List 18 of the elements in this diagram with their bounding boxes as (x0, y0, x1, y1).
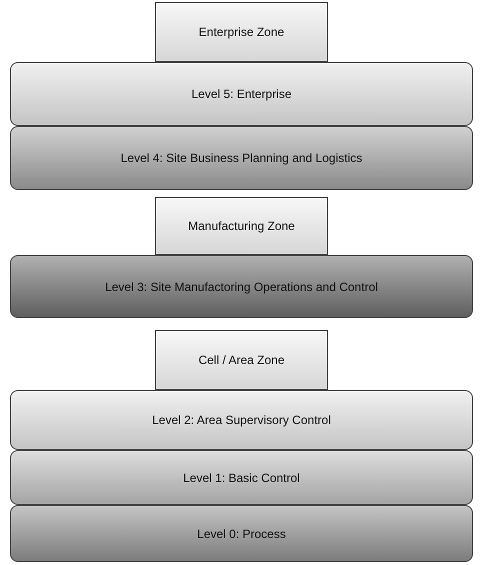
level-band (10, 390, 473, 450)
zone-box (155, 330, 328, 390)
level-band (10, 126, 473, 190)
level-band (10, 62, 473, 126)
band-label: Cell / Area Zone (198, 353, 285, 367)
band-label: Level 4: Site Business Planning and Logistics (120, 151, 362, 165)
band-label: Level 0: Process (197, 526, 286, 540)
band-label: Level 2: Area Supervisory Control (152, 413, 331, 427)
level-band (10, 505, 473, 562)
band-label: Level 5: Enterprise (191, 87, 292, 101)
band-label: Level 1: Basic Control (183, 470, 300, 484)
band-label: Enterprise Zone (198, 25, 284, 39)
band-label: Manufacturing Zone (188, 219, 295, 233)
level-band (10, 255, 473, 318)
band-label: Level 3: Site Manufactoring Operations and Control (105, 280, 378, 294)
level-band (10, 450, 473, 505)
zone-box (155, 2, 328, 62)
zone-box (155, 197, 328, 255)
